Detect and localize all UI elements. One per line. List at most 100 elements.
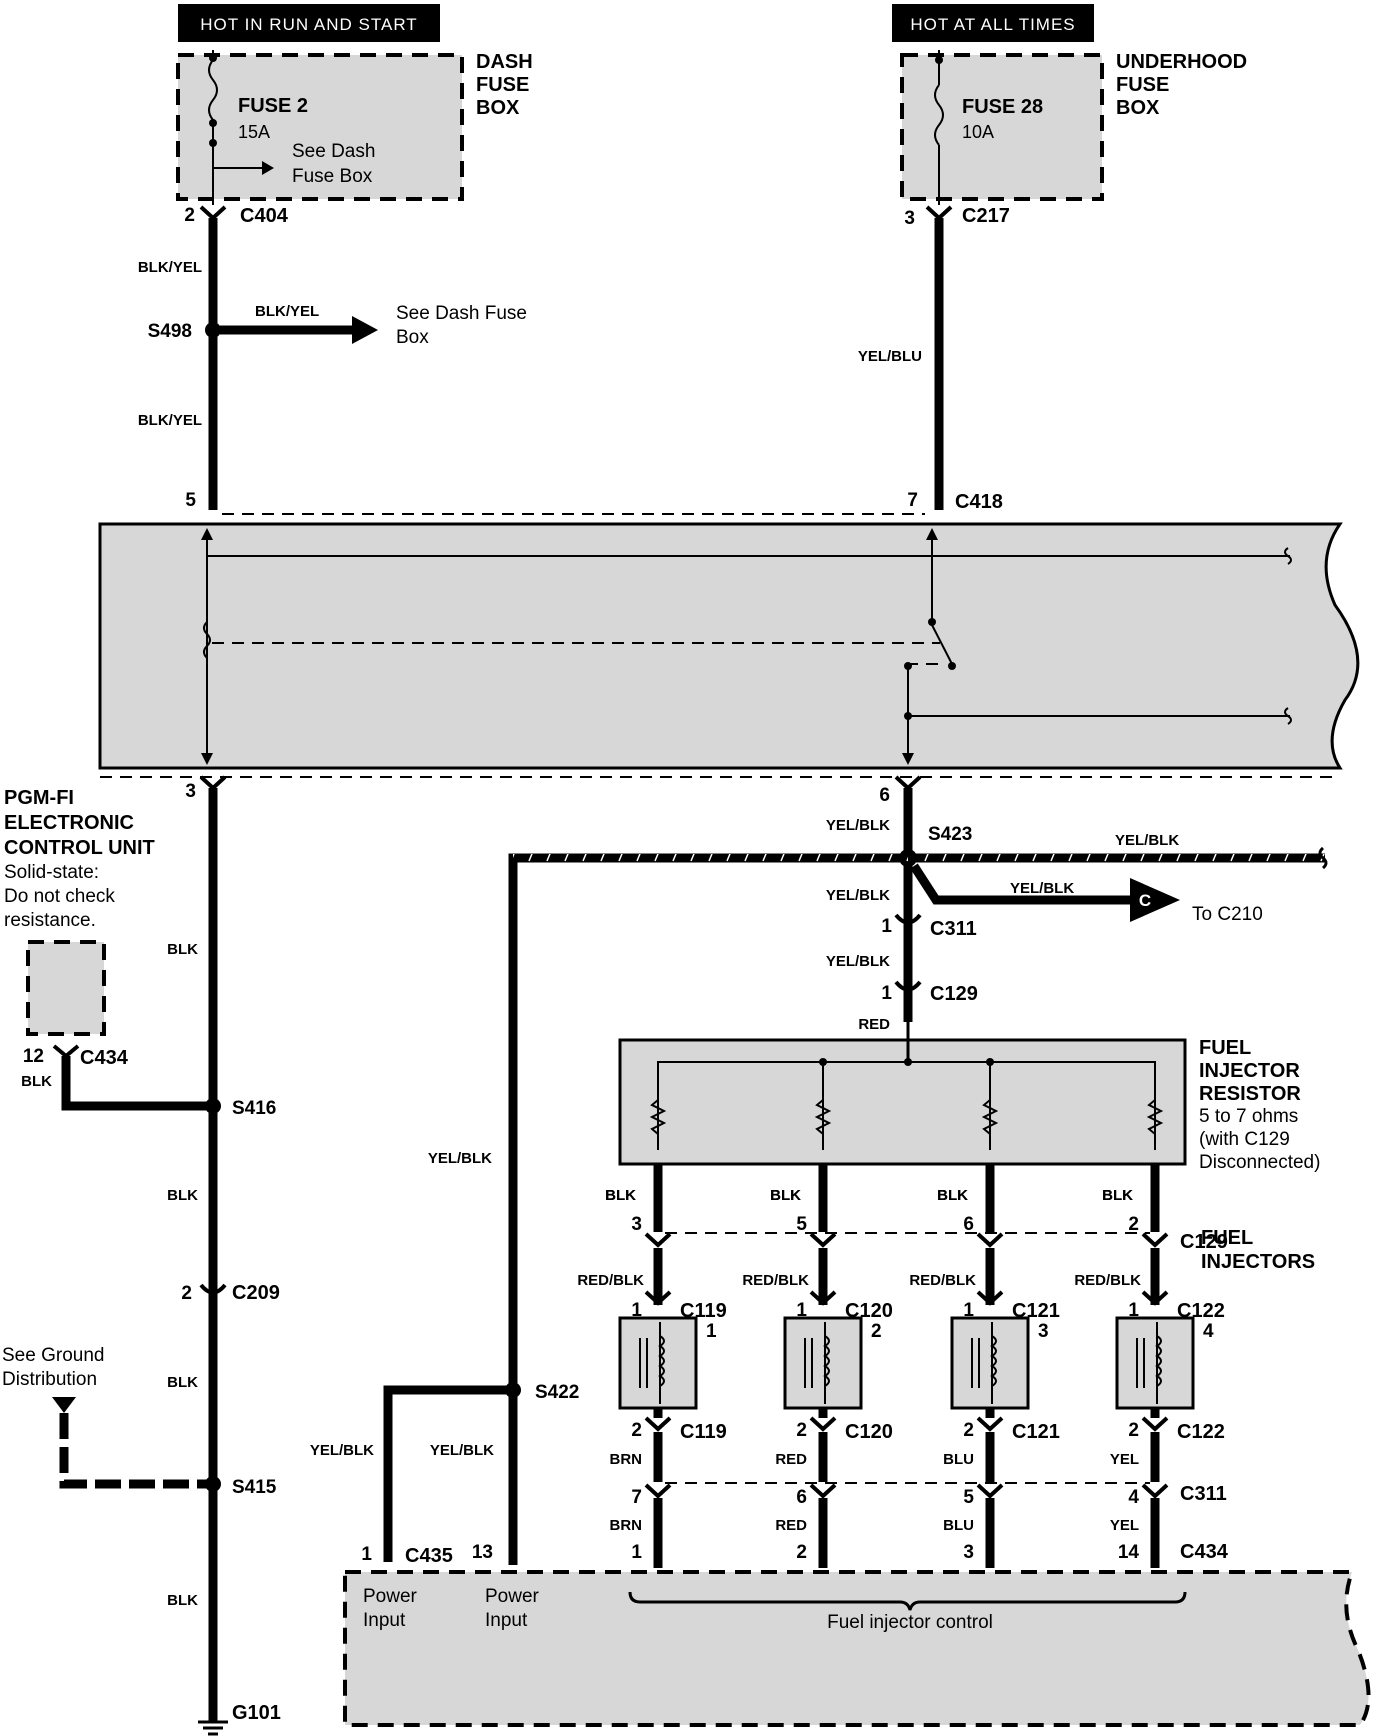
svg-text:YEL/BLU: YEL/BLU	[858, 348, 922, 365]
fuse-2-amps: 15A	[238, 122, 270, 142]
svg-text:RED/BLK: RED/BLK	[909, 1272, 976, 1289]
svg-text:RED: RED	[858, 1016, 890, 1033]
fuel-injector-icon	[618, 1316, 698, 1410]
svg-text:1: 1	[1128, 1300, 1139, 1321]
svg-text:RED/BLK: RED/BLK	[1074, 1272, 1141, 1289]
blk-wire-label-1: BLK	[605, 1187, 636, 1204]
blk-wire-label-3: BLK	[937, 1187, 968, 1204]
ecu-main-band	[98, 522, 1360, 778]
hot-at-all-times-label: HOT AT ALL TIMES	[892, 4, 1094, 42]
c217-label: C217	[962, 205, 1010, 227]
left-ground-wire: 3 BLK 12 C434 BLK S416 BLK 2 C209 BLK Se…	[2, 775, 281, 1736]
svg-text:See Dash: See Dash	[292, 141, 375, 162]
svg-text:HOT AT ALL TIMES: HOT AT ALL TIMES	[910, 15, 1075, 34]
svg-text:YEL/BLK: YEL/BLK	[430, 1442, 494, 1459]
fuse-28-label: FUSE 28	[962, 96, 1043, 118]
resistor-element	[649, 1099, 667, 1135]
svg-text:BLK/YEL: BLK/YEL	[138, 259, 202, 276]
svg-text:UNDERHOOD: UNDERHOOD	[1116, 51, 1247, 73]
svg-text:BOX: BOX	[1116, 97, 1160, 119]
svg-text:(with C129: (with C129	[1199, 1129, 1290, 1150]
g101-label: G101	[232, 1702, 281, 1724]
svg-text:YEL: YEL	[1110, 1517, 1139, 1534]
svg-text:13: 13	[472, 1542, 493, 1563]
svg-text:4: 4	[1128, 1487, 1139, 1508]
svg-text:RED: RED	[775, 1451, 807, 1468]
svg-text:Input: Input	[485, 1610, 528, 1631]
svg-text:Do not check: Do not check	[4, 886, 115, 907]
svg-text:See Dash Fuse: See Dash Fuse	[396, 303, 527, 324]
svg-text:3: 3	[185, 781, 196, 802]
svg-text:S498: S498	[148, 321, 192, 342]
svg-text:7: 7	[631, 1487, 642, 1508]
svg-text:2: 2	[184, 205, 195, 226]
svg-text:resistance.: resistance.	[4, 910, 96, 931]
hot-in-run-label: HOT IN RUN AND START	[178, 4, 440, 42]
fuel-injector-icon	[950, 1316, 1030, 1410]
resistor-element	[981, 1099, 999, 1135]
injector-number: 3	[1038, 1321, 1049, 1342]
svg-text:1: 1	[796, 1300, 807, 1321]
svg-text:1: 1	[963, 1300, 974, 1321]
svg-text:BLK: BLK	[167, 1187, 198, 1204]
svg-text:YEL/BLK: YEL/BLK	[826, 817, 890, 834]
svg-text:3: 3	[904, 208, 915, 229]
svg-text:5: 5	[796, 1214, 807, 1235]
svg-text:YEL/BLK: YEL/BLK	[1115, 832, 1179, 849]
svg-text:HOT IN RUN AND START: HOT IN RUN AND START	[200, 15, 417, 34]
fuse-28-amps: 10A	[962, 122, 994, 142]
svg-text:BLK: BLK	[770, 1187, 801, 1204]
svg-text:Box: Box	[396, 327, 429, 348]
svg-text:7: 7	[907, 490, 918, 511]
injector-connector-label: C120	[845, 1421, 893, 1443]
svg-text:6: 6	[879, 785, 890, 806]
svg-text:S415: S415	[232, 1477, 277, 1498]
pgm-fi-label: PGM-FI ELECTRONIC CONTROL UNIT Solid-sta…	[4, 787, 155, 931]
svg-text:6: 6	[796, 1487, 807, 1508]
svg-text:YEL/BLK: YEL/BLK	[428, 1150, 492, 1167]
svg-text:2: 2	[1128, 1420, 1139, 1441]
svg-text:Power: Power	[363, 1586, 418, 1607]
svg-text:FUSE: FUSE	[476, 74, 529, 96]
c311-row-label: C311	[1180, 1483, 1227, 1505]
injector-connector-label: C119	[680, 1421, 727, 1443]
svg-text:Power: Power	[485, 1586, 540, 1607]
svg-text:BLK: BLK	[167, 1374, 198, 1391]
blk-wire-label-2: BLK	[770, 1187, 801, 1204]
c404-label: C404	[240, 205, 289, 227]
svg-text:PGM-FI: PGM-FI	[4, 787, 74, 809]
svg-text:2: 2	[631, 1420, 642, 1441]
splice-s416	[205, 1098, 221, 1114]
dash-fuse-box: FUSE 2 15A See Dash Fuse Box DASH FUSE B…	[176, 50, 533, 205]
svg-text:BOX: BOX	[476, 97, 520, 119]
to-c210-label: To C210	[1192, 904, 1263, 925]
svg-text:BLU: BLU	[943, 1451, 974, 1468]
svg-text:RED: RED	[775, 1517, 807, 1534]
c434-row-label: C434	[1180, 1541, 1229, 1563]
c435-label: C435	[405, 1545, 453, 1567]
resistor-element	[1146, 1099, 1164, 1135]
injector-number: 1	[706, 1321, 717, 1342]
svg-text:Disconnected): Disconnected)	[1199, 1152, 1320, 1173]
svg-text:Fuse Box: Fuse Box	[292, 166, 373, 187]
svg-text:1: 1	[881, 916, 892, 937]
c434-left-label: C434	[80, 1047, 129, 1069]
svg-text:BRN: BRN	[610, 1517, 643, 1534]
svg-text:YEL/BLK: YEL/BLK	[1010, 880, 1074, 897]
svg-text:Input: Input	[363, 1610, 406, 1631]
svg-text:S423: S423	[928, 824, 972, 845]
svg-text:FUEL: FUEL	[1201, 1227, 1253, 1249]
injector-connector-label: C121	[1012, 1421, 1060, 1443]
svg-text:YEL/BLK: YEL/BLK	[826, 953, 890, 970]
svg-text:BLK: BLK	[21, 1073, 52, 1090]
svg-text:ELECTRONIC: ELECTRONIC	[4, 812, 134, 834]
fuel-injector-icon	[783, 1316, 863, 1410]
svg-text:C: C	[1139, 891, 1151, 910]
svg-text:5 to 7 ohms: 5 to 7 ohms	[1199, 1106, 1298, 1127]
svg-text:YEL: YEL	[1110, 1451, 1139, 1468]
svg-text:1: 1	[361, 1544, 372, 1565]
